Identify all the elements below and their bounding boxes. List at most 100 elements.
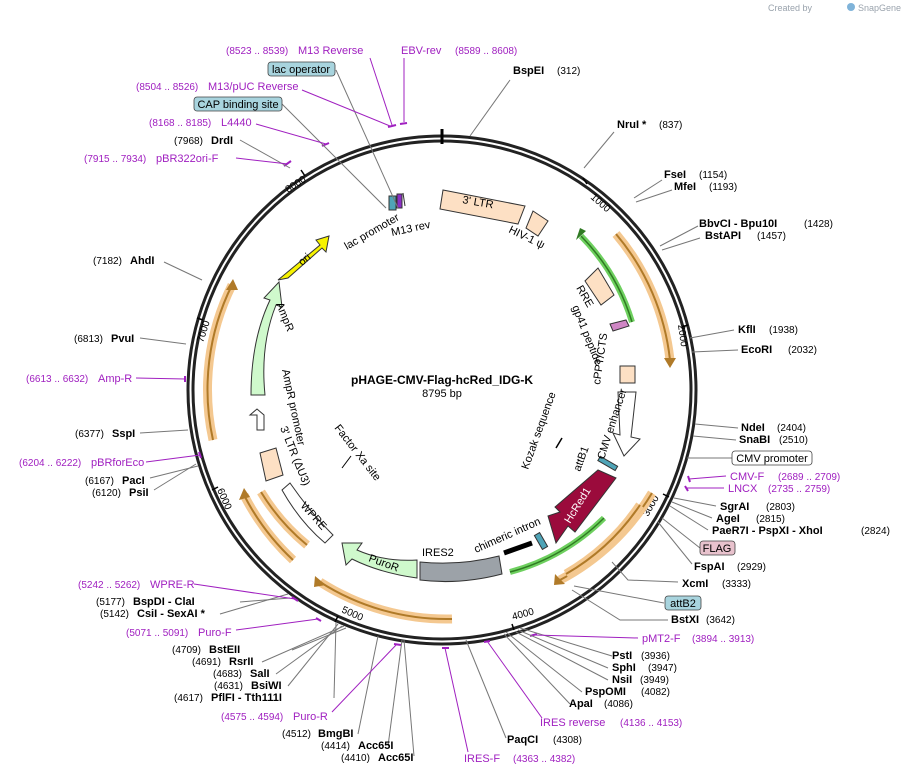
enzyme-name-nsii[interactable]: NsiI <box>612 674 632 686</box>
primer-name-ampr[interactable]: Amp-R <box>98 373 132 385</box>
primer-name-lncx[interactable]: LNCX <box>728 483 758 495</box>
enzyme-name-sspi[interactable]: SspI <box>112 428 135 440</box>
primer-name-purof[interactable]: Puro-F <box>198 627 232 639</box>
enzyme-name-psti[interactable]: PstI <box>612 650 632 662</box>
enzyme-pos-bbvci: (1428) <box>804 219 833 230</box>
enzyme-pos-ahdi: (7182) <box>93 256 122 267</box>
attb2-box[interactable] <box>664 595 702 611</box>
enzyme-pos-kfli: (1938) <box>769 325 798 336</box>
enzyme-name-sali[interactable]: SalI <box>250 668 270 680</box>
primer-name-l4440[interactable]: L4440 <box>221 117 252 129</box>
enzyme-name-bmgbi[interactable]: BmgBI <box>318 728 353 740</box>
tick-8000 <box>300 169 306 177</box>
enzyme-name-drdi[interactable]: DrdI <box>211 135 233 147</box>
ori-shape <box>277 235 330 281</box>
enzyme-name-bstapi[interactable]: BstAPI <box>705 230 741 242</box>
primer-name-pbrforeco[interactable]: pBRforEco <box>91 457 144 469</box>
enzyme-name-bsteii[interactable]: BstEII <box>209 644 240 656</box>
enzyme-name-kpni[interactable]: Acc65I <box>358 740 393 752</box>
lac-operator-box[interactable] <box>267 61 336 77</box>
enzyme-name-bspei[interactable]: BspEI <box>513 65 544 77</box>
scale-ticks: 1000 2000 3000 4000 5000 6000 7000 8000 <box>195 169 689 631</box>
tick-label-2000: 2000 <box>675 324 689 348</box>
enzyme-pos-rsrii: (4691) <box>192 657 221 668</box>
enzyme-name-ecori[interactable]: EcoRI <box>741 344 772 356</box>
leader-xcmi <box>611 561 679 583</box>
feature-label-ltr3: 3' LTR <box>461 194 494 211</box>
enzyme-name-paci[interactable]: PacI <box>122 475 145 487</box>
primer-name-pbr322[interactable]: pBR322ori-F <box>156 153 219 165</box>
primer-name-iresf[interactable]: IRES-F <box>464 753 500 765</box>
primer-name-ebv-rev[interactable]: EBV-rev <box>401 45 442 57</box>
leader-primer-cmvf <box>688 475 727 480</box>
leader-paer7i <box>669 505 709 531</box>
hcred1-shape <box>547 469 617 545</box>
orf-arc-1-head <box>664 358 676 368</box>
enzyme-name-paqci[interactable]: PaqCI <box>507 734 538 746</box>
enzyme-name-bsiwi[interactable]: BsiWI <box>251 680 282 692</box>
enzyme-name-rsrii[interactable]: RsrII <box>229 656 253 668</box>
leader-pspomi <box>505 631 583 693</box>
enzyme-pos-pspomi: (4082) <box>641 687 670 698</box>
leader-bstapi <box>661 237 701 251</box>
primer-name-m13-reverse[interactable]: M13 Reverse <box>298 45 363 57</box>
primer-labels: (8523 .. 8539) M13 Reverse EBV-rev (8589… <box>19 45 840 765</box>
enzyme-name-pflfi[interactable]: PflFI - Tth111I <box>211 692 282 704</box>
enzyme-name-fspai[interactable]: FspAI <box>694 561 725 573</box>
enzyme-name-pspomi[interactable]: PspOMI <box>585 686 626 698</box>
primer-name-pmt2f[interactable]: pMT2-F <box>642 633 681 645</box>
enzyme-name-ahdi[interactable]: AhdI <box>130 255 154 267</box>
enzyme-name-sgrai[interactable]: SgrAI <box>720 501 749 513</box>
enzyme-name-acc65i[interactable]: Acc65I <box>378 752 413 764</box>
primer-mark-m13rev <box>387 124 397 128</box>
enzyme-name-csii[interactable]: CsiI - SexAI * <box>137 608 206 620</box>
primer-name-cmvf[interactable]: CMV-F <box>730 471 765 483</box>
primer-range-wprer: (5242 .. 5262) <box>78 580 140 591</box>
tick-5000 <box>334 615 339 623</box>
enzyme-name-apai[interactable]: ApaI <box>569 698 593 710</box>
kozak-marker <box>555 437 563 449</box>
leader-primer-puror <box>331 643 398 713</box>
enzyme-pos-xcmi: (3333) <box>722 579 751 590</box>
cap-binding-site-box[interactable] <box>193 96 283 112</box>
enzyme-name-bbvci[interactable]: BbvCI - Bpu10I <box>699 218 777 230</box>
enzyme-pos-bspei: (312) <box>557 66 580 77</box>
primer-name-puror[interactable]: Puro-R <box>293 711 328 723</box>
leader-rsrii <box>261 625 345 663</box>
enzyme-name-snabi[interactable]: SnaBI <box>739 434 770 446</box>
primer-range-purof: (5071 .. 5091) <box>126 628 188 639</box>
enzyme-name-fsei[interactable]: FseI <box>664 169 686 181</box>
enzyme-name-kfli[interactable]: KflI <box>738 324 756 336</box>
cppt-shape <box>619 365 636 384</box>
primer-name-wprer[interactable]: WPRE-R <box>150 579 195 591</box>
primer-name-m13puc[interactable]: M13/pUC Reverse <box>208 81 298 93</box>
enzyme-name-paer7i[interactable]: PaeR7I - PspXI - XhoI <box>712 525 823 537</box>
enzyme-name-agei[interactable]: AgeI <box>716 513 740 525</box>
enzyme-labels: BspEI (312) NruI * (837) FseI (1154) Mfe… <box>74 65 890 764</box>
leader-primer-m13puc <box>301 89 391 127</box>
enzyme-name-mfei[interactable]: MfeI <box>674 181 696 193</box>
enzyme-name-xcmi[interactable]: XcmI <box>682 578 708 590</box>
enzyme-name-ndei[interactable]: NdeI <box>741 422 765 434</box>
orf-arc-5-line <box>206 284 233 441</box>
enzyme-name-psii[interactable]: PsiI <box>129 487 149 499</box>
primer-name-iresrev[interactable]: IRES reverse <box>540 717 605 729</box>
enzyme-pos-bsiwi: (4631) <box>214 681 243 692</box>
cmv-promoter-box[interactable] <box>731 450 813 466</box>
orf-arc-5 <box>203 283 237 441</box>
enzyme-name-sphi[interactable]: SphI <box>612 662 636 674</box>
enzyme-name-bspdi[interactable]: BspDI - ClaI <box>133 596 195 608</box>
leader-nsii <box>515 631 609 681</box>
primer-range-ebv-rev: (8589 .. 8608) <box>455 46 517 57</box>
enzyme-name-pvui[interactable]: PvuI <box>111 333 134 345</box>
leader-pvui <box>139 337 187 345</box>
primer-mark-purof <box>315 617 322 622</box>
enzyme-name-nrui[interactable]: NruI * <box>617 119 647 131</box>
orf-arc-7-line <box>565 504 641 575</box>
leader-sali <box>275 625 343 675</box>
outer-orf-arcs <box>203 231 676 624</box>
flag-box[interactable] <box>699 540 736 556</box>
enzyme-name-bstxi[interactable]: BstXI <box>671 614 699 626</box>
